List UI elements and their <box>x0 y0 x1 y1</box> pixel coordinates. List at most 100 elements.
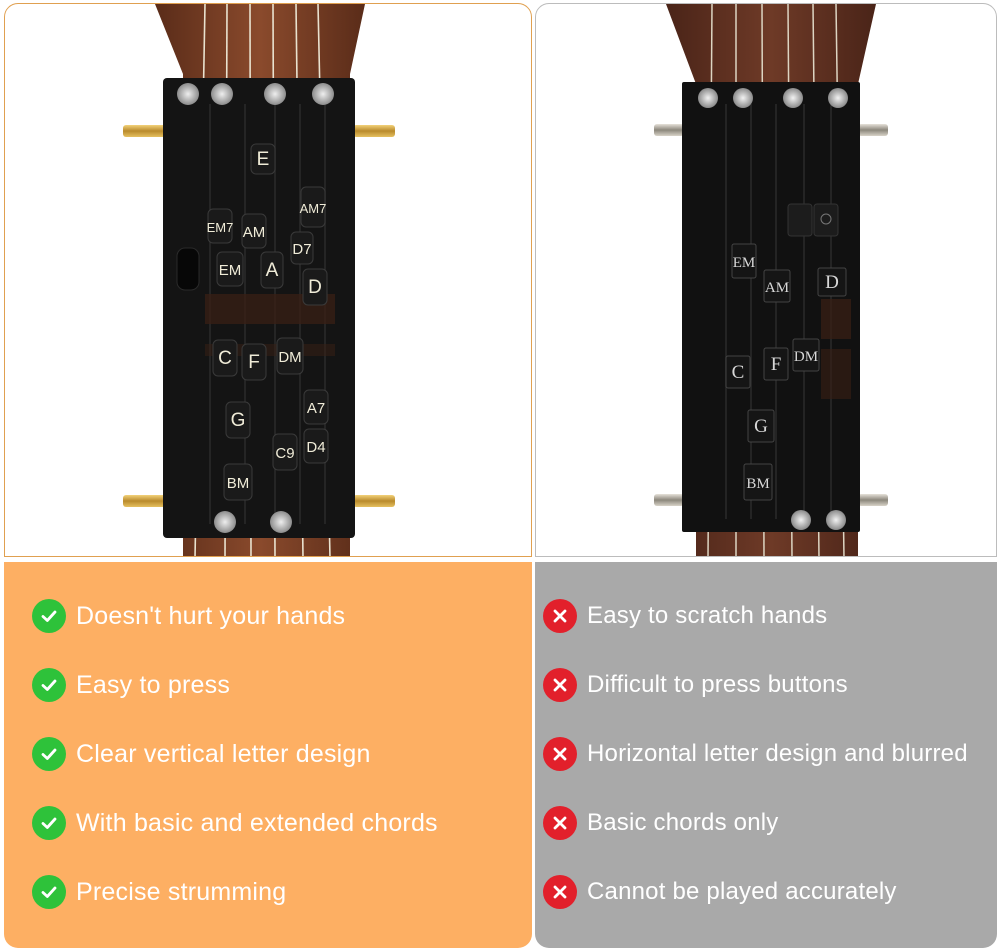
chord-key-d[interactable]: D <box>817 267 847 297</box>
chord-key-label: G <box>231 410 246 431</box>
brass-bolt <box>123 495 167 507</box>
chord-key-cap[interactable] <box>725 355 751 389</box>
chord-key-cap[interactable] <box>207 208 233 244</box>
chord-key-cap[interactable] <box>241 343 267 381</box>
chord-key-cap[interactable] <box>743 463 773 501</box>
con-text: Cannot be played accurately <box>587 878 897 905</box>
chord-key-cap[interactable] <box>250 143 276 175</box>
pro-text: Clear vertical letter design <box>76 739 371 768</box>
steel-bolt <box>858 494 888 506</box>
chord-key-cap[interactable] <box>290 231 314 265</box>
chord-key-cap[interactable] <box>763 347 789 381</box>
chord-key-label: C <box>218 348 232 369</box>
chord-key-label: E <box>257 149 270 170</box>
chord-key-g[interactable]: G <box>747 409 775 443</box>
chord-key-cap[interactable] <box>276 337 304 375</box>
chord-key-label: AM <box>765 280 789 296</box>
pro-text: With basic and extended chords <box>76 808 438 837</box>
chord-key-cap[interactable] <box>792 338 820 372</box>
con-item: Easy to scratch hands <box>543 596 827 636</box>
chord-key-cap[interactable] <box>747 409 775 443</box>
check-icon <box>32 599 66 633</box>
pro-text: Precise strumming <box>76 877 287 906</box>
chord-key-d7[interactable]: D7 <box>290 231 314 265</box>
chord-key-cap[interactable] <box>817 267 847 297</box>
cross-icon <box>543 737 577 771</box>
chord-key-d[interactable]: D <box>302 268 328 306</box>
chord-key-am[interactable]: AM <box>241 213 267 249</box>
chord-key-em7[interactable]: EM7 <box>207 208 234 244</box>
chord-key-g[interactable]: G <box>225 401 251 439</box>
pro-text: Doesn't hurt your hands <box>76 601 346 630</box>
chord-key-e[interactable]: E <box>250 143 276 175</box>
chord-key-d4[interactable]: D4 <box>303 428 329 464</box>
con-text: Basic chords only <box>587 809 779 836</box>
chord-key-em[interactable]: EM <box>216 251 244 287</box>
chord-key-label: EM <box>219 262 242 279</box>
chord-key-cap[interactable] <box>731 243 757 279</box>
chord-key-label: A <box>266 260 279 281</box>
check-icon <box>32 737 66 771</box>
chord-key-label: D4 <box>306 439 325 456</box>
chord-trainer-right-illustration: EM AM D C F DM G BM <box>654 4 888 556</box>
cross-icon <box>543 806 577 840</box>
con-item: Horizontal letter design and blurred <box>543 734 968 774</box>
chord-key-cap[interactable] <box>225 401 251 439</box>
chord-key-bm[interactable]: BM <box>223 463 253 501</box>
chord-key-f[interactable]: F <box>241 343 267 381</box>
chord-key-cap[interactable] <box>212 339 238 377</box>
chord-key-cap[interactable] <box>272 433 298 471</box>
check-icon <box>32 875 66 909</box>
chord-key-bm[interactable]: BM <box>743 463 773 501</box>
steel-bolt <box>858 124 888 136</box>
con-text: Horizontal letter design and blurred <box>587 740 968 767</box>
chord-key-label: C <box>732 362 745 383</box>
product-image-right: EM AM D C F DM G BM <box>535 3 997 557</box>
con-text: Difficult to press buttons <box>587 671 848 698</box>
chord-key-cap[interactable] <box>260 251 284 289</box>
brass-bolt <box>123 125 167 137</box>
chord-key-label: AM <box>243 224 266 241</box>
chord-key-cap[interactable] <box>302 268 328 306</box>
chord-key-cap[interactable] <box>763 269 791 303</box>
cross-icon <box>543 875 577 909</box>
chord-key-am7[interactable]: AM7 <box>300 186 327 228</box>
chord-key-label: F <box>771 354 782 375</box>
chord-key-label: D <box>308 277 322 298</box>
chord-key-label: G <box>754 416 768 437</box>
chord-key-cap[interactable] <box>216 251 244 287</box>
chord-key-label: EM <box>733 255 756 271</box>
chord-key-am[interactable]: AM <box>763 269 791 303</box>
cross-icon <box>543 599 577 633</box>
chord-key-c[interactable]: C <box>212 339 238 377</box>
chord-key-a7[interactable]: A7 <box>303 389 329 425</box>
chord-key-f[interactable]: F <box>763 347 789 381</box>
chord-key-a[interactable]: A <box>260 251 284 289</box>
cross-icon <box>543 668 577 702</box>
con-text: Easy to scratch hands <box>587 602 828 629</box>
top-screws <box>698 88 848 108</box>
bottom-screws <box>791 510 846 530</box>
chord-key-c9[interactable]: C9 <box>272 433 298 471</box>
chord-key-c[interactable]: C <box>725 355 751 389</box>
chord-key-label: DM <box>278 349 301 366</box>
chord-key-em[interactable]: EM <box>731 243 757 279</box>
chord-key-label: BM <box>746 476 769 492</box>
chord-key-dm[interactable]: DM <box>276 337 304 375</box>
chord-key-label: A7 <box>307 400 325 417</box>
chord-key-cap[interactable] <box>300 186 326 228</box>
chord-key-cap[interactable] <box>303 428 329 464</box>
blank-key[interactable] <box>813 203 839 237</box>
blank-key[interactable] <box>787 203 813 237</box>
chord-key-cap[interactable] <box>303 389 329 425</box>
chord-key-cap[interactable] <box>223 463 253 501</box>
chord-key-label: D7 <box>292 241 311 258</box>
con-item: Basic chords only <box>543 803 779 843</box>
chord-key-cap[interactable] <box>241 213 267 249</box>
steel-bolt <box>654 124 684 136</box>
chord-key-dm[interactable]: DM <box>792 338 820 372</box>
slider-knob[interactable] <box>176 247 200 291</box>
